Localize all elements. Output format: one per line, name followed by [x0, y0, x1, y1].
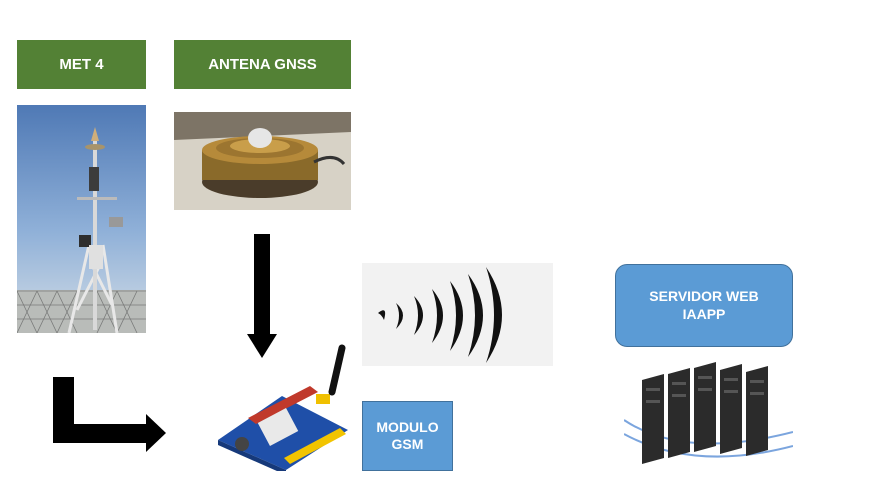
antenna-gnss-label: ANTENA GNSS	[174, 40, 351, 89]
web-server-label: SERVIDOR WEB IAAPP	[615, 264, 793, 347]
wireless-signal-image	[362, 263, 553, 366]
gsm-board-image	[212, 336, 352, 471]
met4-label: MET 4	[17, 40, 146, 89]
antenna-to-gsm-arrow	[247, 234, 277, 358]
gnss-antenna-image	[174, 112, 351, 210]
weather-station-image	[17, 105, 146, 333]
server-rack-image	[624, 360, 793, 471]
met-to-gsm-arrow	[53, 377, 166, 452]
gsm-module-label: MODULO GSM	[362, 401, 453, 471]
